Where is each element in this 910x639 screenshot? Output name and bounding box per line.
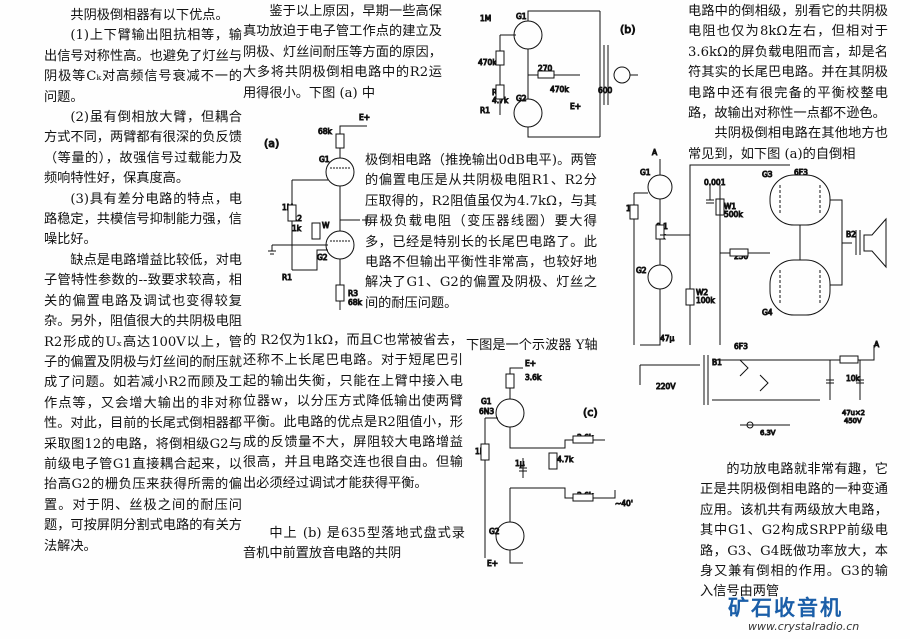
schematic-label: 47u×2	[842, 409, 865, 417]
schematic-label: R3	[348, 289, 358, 298]
col4-second-text: 共阴极倒相电路在其他地方也常见到，如下图 (a)的自倒相	[688, 126, 888, 162]
schematic-label: 1k	[292, 224, 302, 233]
schematic-label: G1	[516, 12, 527, 21]
schematic-label: G1	[319, 155, 330, 164]
schematic-label: 6F3	[734, 342, 748, 351]
schematic-label: 10k	[846, 374, 861, 383]
schematic-label: 270	[538, 64, 553, 73]
schematic-label: 100k	[696, 296, 715, 305]
schematic-label: E+	[487, 559, 498, 568]
schematic-label: 4.7k	[557, 455, 574, 464]
col1-advantage-3: (3)具有差分电路的特点，电路稳定，共模信号抑制能力强，信噪比好。	[44, 191, 242, 248]
schematic-label: G2	[516, 94, 527, 103]
col1-drawbacks: 缺点是电路增益比较低，对电子管特性参数的--致要求较高，相关的偏置电路及调试也变…	[44, 252, 242, 554]
col1-advantage-2: (2)虽有倒相放大臂，但耦合方式不同，两臂都有很深的负反馈（等量的），故强信号过…	[44, 110, 242, 187]
schematic-label: 600	[598, 86, 613, 95]
schematic-label: 0.001	[704, 178, 726, 187]
schematic-label: 6.3V	[760, 429, 776, 437]
schematic-label: G3	[762, 170, 773, 179]
schematic-b: (b) 1M G1 470k 270 R2 4.7k R1 470k G2 E+…	[478, 10, 638, 138]
schematic-label: G2	[636, 266, 647, 275]
schematic-label: 1M	[480, 14, 491, 23]
schematic-power-amp: A G1 1M 0.1 1k G2 47μ 0.001 W1 500k 6F3 …	[626, 148, 887, 438]
schematic-label: W2	[696, 288, 708, 297]
schematic-label: 3.6k	[525, 373, 542, 382]
schematic-label: G1	[640, 168, 651, 177]
schematic-label: W1	[724, 202, 736, 211]
column-1: 共阴极倒相器有以下优点。 (1)上下臂输出阻抗相等，输出信号对称性高。也避免了灯…	[44, 6, 242, 557]
schematic-label: 470k	[550, 85, 569, 94]
schematic-label: 47μ	[660, 334, 675, 343]
schematic-label: 68k	[348, 298, 363, 307]
col2-low-text: 的 R2仅为1kΩ，而且C也常被省去，还称不上长尾巴电路。对于短尾巴引起的输出失…	[243, 333, 463, 491]
schematic-label: A	[874, 340, 880, 349]
schematic-c-caption: (c)	[583, 406, 598, 419]
col2-top-paragraph: 鉴于以上原因，早期一些高保真功放迫于电子管工作点的建立及阴极、灯丝间耐压等方面的…	[243, 2, 442, 104]
schematic-label: R1	[282, 273, 292, 282]
schematic-label: A	[652, 148, 658, 157]
col2-mid-paragraph: 极倒相电路（推挽输出0dB电平)。两管的偏置电压是从共阴极电阻R1、R2分压取得…	[365, 151, 597, 314]
schematic-label: G2	[317, 253, 328, 262]
col1-heading: 共阴极倒相器有以下优点。	[70, 8, 229, 23]
schematic-label: G2	[489, 527, 500, 536]
watermark-logo: 矿石收音机	[728, 596, 843, 620]
schematic-label: W	[322, 221, 330, 230]
schematic-label: E+	[525, 359, 536, 368]
schematic-label: R2	[292, 214, 302, 223]
schematic-c: (c) E+ 3.6k G1 6N3 3.6k 1M 1μ 4.7k 3.6k …	[475, 359, 634, 569]
schematic-a-caption: (a)	[264, 137, 279, 150]
schematic-label: 68k	[318, 127, 333, 136]
schematic-b-caption: (b)	[620, 23, 636, 36]
col2-end-paragraph: 中上 (b) 是635型落地式盘式录音机中前置放音电路的共阴	[243, 524, 465, 565]
schematic-label: 6F3	[794, 168, 808, 177]
col2-low-paragraph: 的 R2仅为1kΩ，而且C也常被省去，还称不上长尾巴电路。对于短尾巴引起的输出失…	[243, 331, 463, 494]
schematic-label: R1	[480, 106, 490, 115]
schematic-label: 220V	[656, 382, 676, 391]
schematic-label: 470k	[478, 58, 497, 67]
schematic-label: E+	[570, 102, 581, 111]
schematic-label: 450V	[844, 417, 862, 425]
col4-bottom-text: 的功放电路就非常有趣，它正是共阴极倒相电路的一种变通应用。该机共有两级放大电路，…	[700, 462, 888, 600]
col2-top-text: 鉴于以上原因，早期一些高保真功放迫于电子管工作点的建立及阴极、灯丝间耐压等方面的…	[243, 4, 442, 101]
schematic-label: E+	[359, 113, 370, 122]
schematic-label: G4	[762, 308, 773, 317]
col4-top-paragraph: 电路中的倒相级，别看它的共阴极电阻也仅为8kΩ左右，但相对于3.6kΩ的屏负载电…	[688, 2, 888, 165]
schematic-label: 6N3	[479, 407, 494, 416]
col1-advantage-1: (1)上下臂输出阻抗相等，输出信号对称性高。也避免了灯丝与阴极等Cₖ对高频信号衰…	[44, 28, 242, 105]
schematic-label: B2	[846, 230, 856, 239]
col4-bottom-paragraph: 的功放电路就非常有趣，它正是共阴极倒相电路的一种变通应用。该机共有两级放大电路，…	[700, 460, 888, 603]
watermark-url: www.crystalradio.cn	[748, 620, 860, 633]
col2-end-text: 中上 (b) 是635型落地式盘式录音机中前置放音电路的共阴	[243, 526, 465, 562]
schematic-label: 1μ	[515, 459, 525, 468]
schematic-label: ~40'	[615, 499, 633, 508]
schematic-label: G1	[481, 397, 492, 406]
schematic-label: B1	[712, 358, 722, 367]
col3-lead: 下图是一个示波器 Y轴	[466, 338, 598, 353]
col4-top-text: 电路中的倒相级，别看它的共阴极电阻也仅为8kΩ左右，但相对于3.6kΩ的屏负载电…	[688, 4, 888, 122]
col2-mid-text: 极倒相电路（推挽输出0dB电平)。两管的偏置电压是从共阴极电阻R1、R2分压取得…	[365, 153, 597, 311]
schematic-a: (a) E+ 68k G1 1M R2 1k W G2 R1 R3 68k	[264, 113, 371, 310]
schematic-label: 500k	[724, 210, 743, 219]
